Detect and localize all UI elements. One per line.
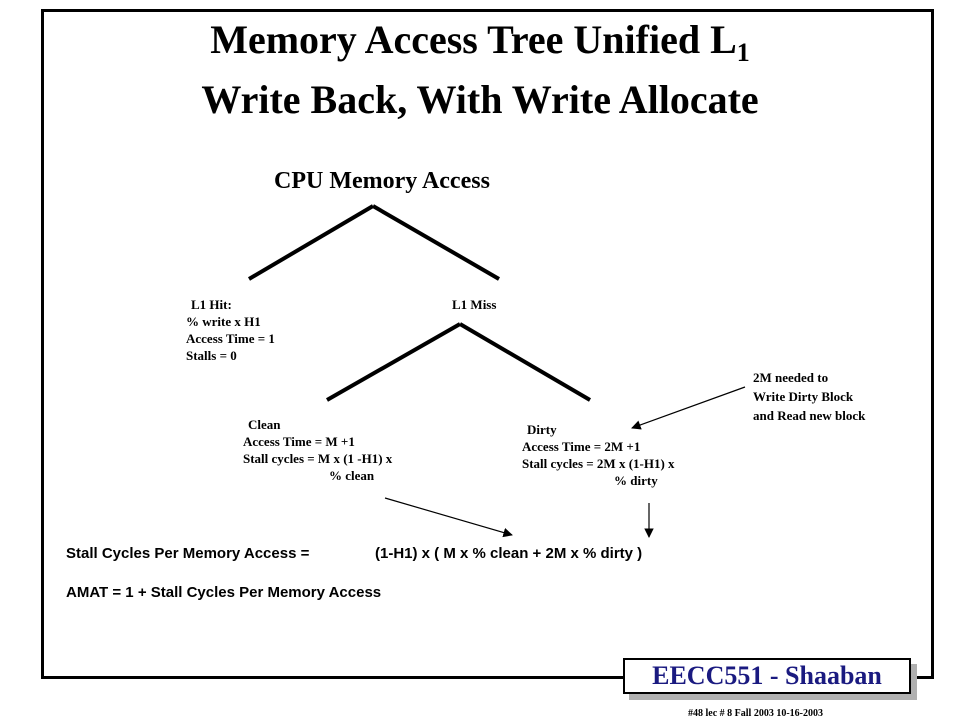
edge-root-to-miss — [371, 204, 501, 281]
note-line-3: and Read new block — [753, 408, 866, 423]
edge-miss-to-dirty — [458, 322, 592, 402]
clean-line-stall-cycles: Stall cycles = M x (1 -H1) x — [243, 451, 393, 466]
tree-root-label: CPU Memory Access — [274, 168, 490, 194]
clean-line-percent: % clean — [329, 468, 375, 483]
hit-line-access-time: Access Time = 1 — [186, 331, 275, 346]
title-subscript: 1 — [736, 38, 750, 67]
title-main: Memory Access Tree Unified L — [210, 17, 737, 62]
arrow-note-to-dirty — [631, 386, 746, 430]
clean-node: Clean Access Time = M +1 Stall cycles = … — [243, 416, 392, 484]
clean-line-access-time: Access Time = M +1 — [243, 434, 355, 449]
note-line-2: Write Dirty Block — [753, 389, 854, 404]
course-badge: EECC551 - Shaaban — [623, 658, 911, 694]
note-line-1: 2M needed to — [753, 370, 829, 385]
dirty-line-access-time: Access Time = 2M +1 — [522, 439, 641, 454]
amat-formula: AMAT = 1 + Stall Cycles Per Memory Acces… — [66, 584, 382, 601]
edge-miss-to-clean — [326, 322, 461, 402]
dirty-node: Dirty Access Time = 2M +1 Stall cycles =… — [522, 421, 675, 489]
hit-title: L1 Hit: — [191, 297, 232, 312]
slide-footer: #48 lec # 8 Fall 2003 10-16-2003 — [688, 708, 823, 719]
clean-title: Clean — [248, 417, 281, 432]
dirty-line-stall-cycles: Stall cycles = 2M x (1-H1) x — [522, 456, 675, 471]
stall-formula-expression: (1-H1) x ( M x % clean + 2M x % dirty ) — [375, 545, 643, 562]
hit-node: L1 Hit: % write x H1 Access Time = 1 Sta… — [186, 296, 275, 364]
slide-frame — [41, 9, 934, 679]
slide-title-line1: Memory Access Tree Unified L1 — [0, 16, 960, 77]
stall-formula-label: Stall Cycles Per Memory Access = — [66, 545, 310, 562]
hit-line-write: % write x H1 — [186, 314, 261, 329]
edge-root-to-hit — [247, 204, 375, 281]
dirty-note: 2M needed to Write Dirty Block and Read … — [753, 368, 865, 425]
slide-title-line2: Write Back, With Write Allocate — [201, 77, 759, 122]
dirty-line-percent: % dirty — [614, 473, 658, 488]
dirty-title: Dirty — [527, 422, 557, 437]
hit-line-stalls: Stalls = 0 — [186, 348, 237, 363]
arrow-clean-to-formula — [384, 497, 513, 538]
miss-node-label: L1 Miss — [452, 297, 497, 312]
